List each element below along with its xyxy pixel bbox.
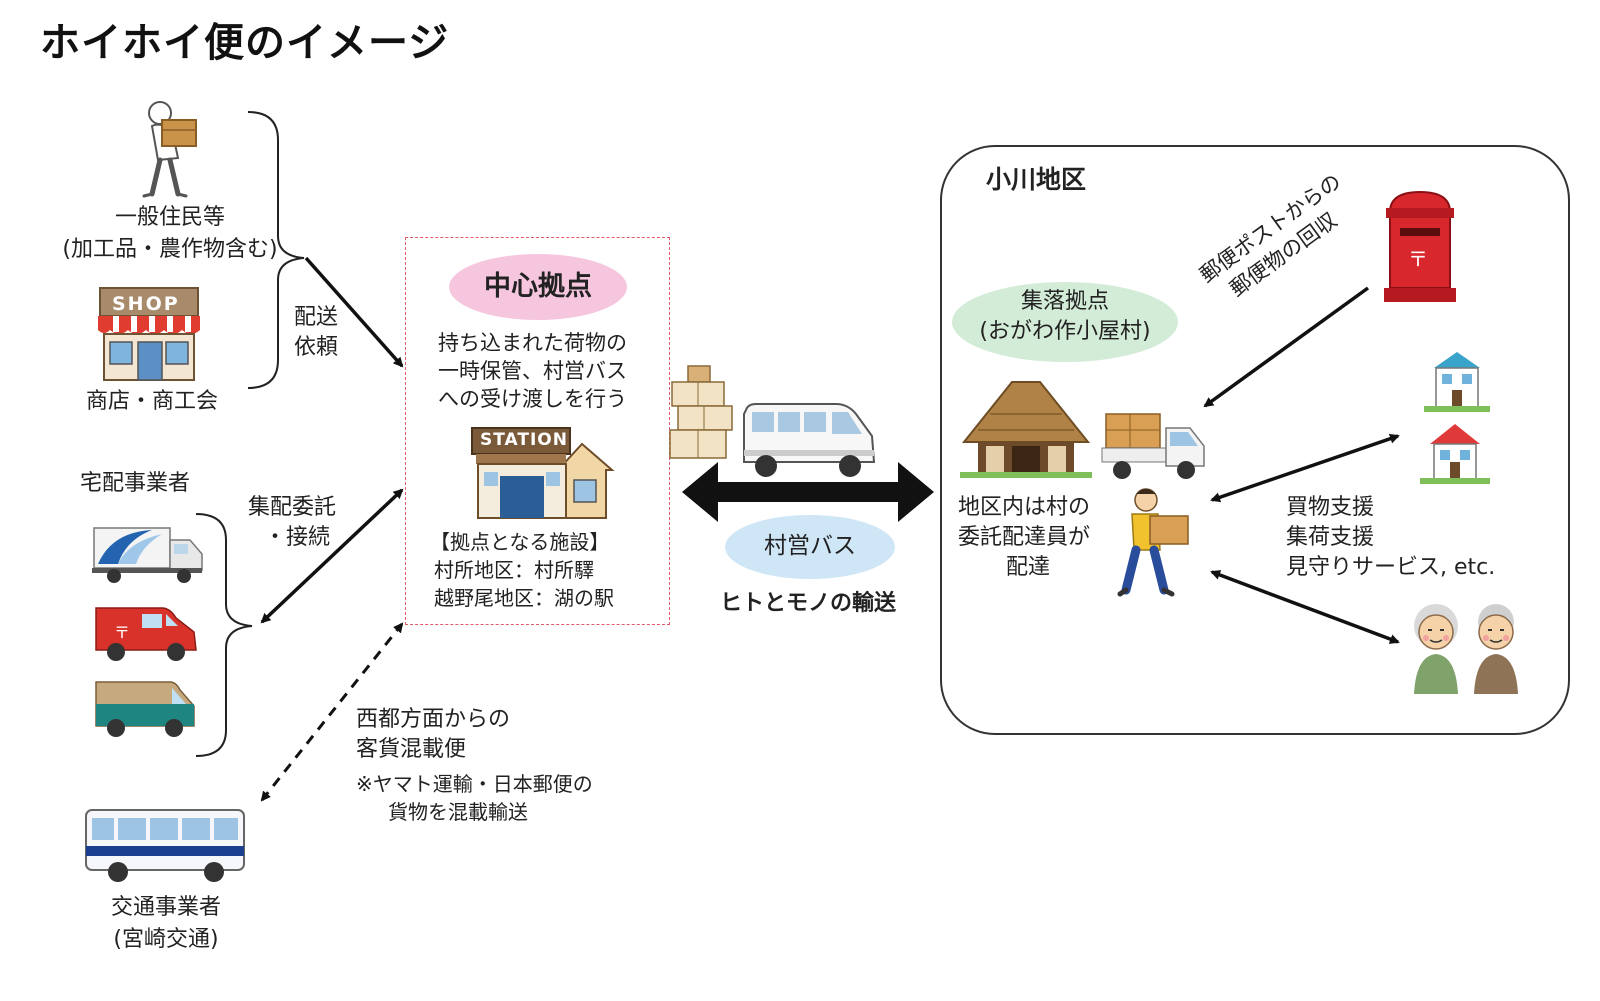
courier-link-label-2: ・接続: [264, 525, 331, 550]
svg-text:〒: 〒: [114, 623, 130, 642]
mixed-load-label-2: 客貨混載便: [356, 737, 467, 762]
brace-lower: [195, 513, 253, 757]
delivery-request-label-1: 配送: [294, 305, 339, 330]
arrow-bus-transport: [682, 462, 934, 522]
arrow-elderly: [1210, 570, 1400, 644]
delivery-van-icon: [95, 681, 195, 737]
small-truck-icon: [1101, 413, 1205, 479]
service-3: 見守りサービス, etc.: [1286, 555, 1496, 580]
person-carrying-icon: [142, 101, 197, 198]
house-blue-icon: [1424, 352, 1490, 412]
delivery-request-label-2: 依頼: [294, 335, 339, 360]
arrow-mixed-load: [260, 622, 404, 802]
mixed-load-note-2: 貨物を混載輸送: [388, 800, 528, 824]
local-delivery-label-1: 地区内は村の: [958, 495, 1091, 520]
village-hub-sub-label: (おがわ作小屋村): [979, 319, 1151, 344]
transport-operator-label: 交通事業者: [110, 895, 221, 920]
elderly-couple-icon: [1414, 604, 1518, 694]
residents-sub-label: (加工品・農作物含む): [62, 237, 278, 262]
shop-icon: [98, 287, 200, 381]
delivery-person-icon: [1117, 488, 1189, 597]
village-hub-bg: [952, 282, 1178, 362]
facility-2: 越野尾地区：湖の駅: [434, 586, 614, 610]
station-sign: STATION: [480, 430, 568, 450]
courier-truck-icon: [92, 527, 203, 583]
center-hub-title-bg: [449, 254, 627, 320]
mixed-load-note-1: ※ヤマト運輸・日本郵便の: [356, 772, 593, 796]
village-bus-icon: [743, 403, 876, 477]
facilities-heading: 【拠点となる施設】: [430, 530, 610, 554]
service-2: 集荷支援: [1286, 525, 1375, 550]
svg-text:〒: 〒: [1408, 247, 1428, 271]
residents-label: 一般住民等: [114, 205, 225, 230]
village-hub-label: 集落拠点: [1020, 289, 1109, 314]
center-hub-title: 中心拠点: [484, 271, 592, 302]
arrow-houses: [1210, 433, 1400, 503]
post-van-icon: 〒: [95, 607, 197, 661]
house-red-icon: [1420, 424, 1490, 484]
station-building-icon: [471, 427, 615, 519]
arrow-request: [304, 256, 404, 368]
transport-label: ヒトとモノの輸送: [720, 591, 897, 616]
local-delivery-label-2: 委託配達員が: [958, 525, 1091, 550]
shop-label: 商店・商工会: [86, 389, 219, 414]
stacked-boxes-icon: [669, 365, 733, 459]
couriers-label: 宅配事業者: [80, 471, 191, 496]
facility-1: 村所地区：村所驛: [434, 558, 594, 582]
service-1: 買物支援: [1286, 495, 1375, 520]
local-delivery-label-3: 配達: [1006, 555, 1051, 580]
city-bus-icon: [85, 809, 245, 882]
thatched-hut-icon: [960, 381, 1092, 478]
center-description-3: への受け渡しを行う: [438, 387, 627, 411]
village-area-box: [940, 145, 1570, 735]
arrow-post: [1203, 286, 1370, 408]
mixed-load-label-1: 西都方面からの: [356, 707, 511, 732]
center-description-2: 一時保管、村営バス: [438, 359, 627, 383]
brace-upper: [247, 111, 305, 389]
page-title: ホイホイ便のイメージ: [40, 20, 450, 66]
center-description-1: 持ち込まれた荷物の: [438, 331, 627, 355]
courier-link-label-1: 集配委託: [248, 495, 337, 520]
bus-label-bg: [725, 515, 895, 579]
arrow-courier: [260, 488, 404, 624]
shop-sign: SHOP: [112, 293, 180, 315]
mailbox-icon: 〒: [1384, 190, 1456, 302]
bus-label: 村営バス: [764, 533, 856, 559]
village-title: 小川地区: [986, 165, 1087, 194]
transport-operator-sub-label: (宮崎交通): [113, 927, 219, 952]
